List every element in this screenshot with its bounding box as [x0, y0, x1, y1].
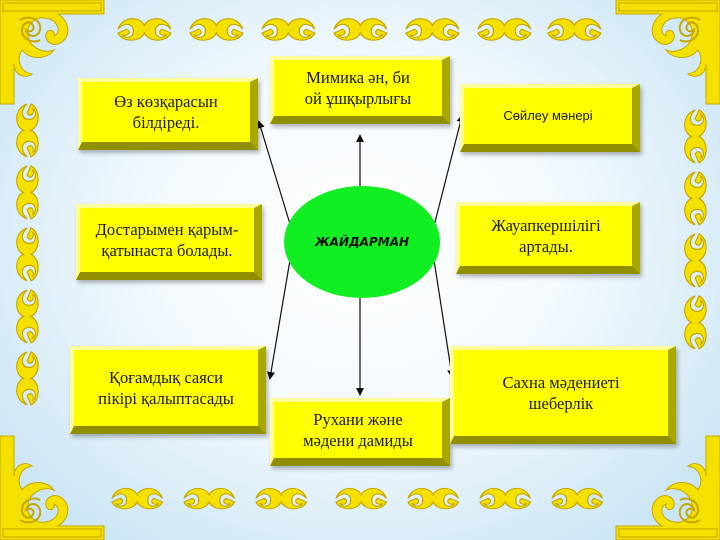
- node-top-center-text: Мимика ән, би ой ұшқырлығы: [304, 67, 412, 108]
- node-top-right-text: Сөйлеу мәнері: [503, 107, 593, 123]
- node-top-center: Мимика ән, би ой ұшқырлығы: [270, 56, 450, 124]
- arrow-to-bottom-left: [267, 259, 291, 380]
- node-bottom-left: Қоғамдық саяси пікірі қалыптасады: [70, 346, 266, 434]
- node-bottom-left-text: Қоғамдық саяси пікірі қалыптасады: [98, 367, 234, 408]
- node-top-left-text: Өз көзқарасын білдіреді.: [114, 91, 218, 132]
- arrow-to-top-right: [433, 114, 465, 227]
- node-middle-right-text: Жауапкершілігі артады.: [491, 215, 601, 256]
- arrow-to-bottom-right: [433, 259, 456, 378]
- node-middle-right: Жауапкершілігі артады.: [456, 202, 640, 274]
- node-middle-left-text: Достарымен қарым- қатынаста болады.: [95, 219, 239, 260]
- node-bottom-center-text: Рухани және мәдени дамиды: [303, 409, 413, 450]
- arrow-to-top-left: [256, 120, 291, 225]
- node-top-right: Сөйлеу мәнері: [460, 84, 640, 152]
- center-node-label: ЖАЙДАРМАН: [314, 235, 410, 249]
- node-bottom-center: Рухани және мәдени дамиды: [270, 398, 450, 466]
- node-middle-left: Достарымен қарым- қатынаста болады.: [76, 204, 262, 280]
- center-node: ЖАЙДАРМАН: [284, 186, 440, 298]
- node-top-left: Өз көзқарасын білдіреді.: [78, 78, 258, 150]
- node-bottom-right-text: Сахна мәдениеті шеберлік: [502, 372, 620, 413]
- node-bottom-right: Сахна мәдениеті шеберлік: [450, 346, 676, 444]
